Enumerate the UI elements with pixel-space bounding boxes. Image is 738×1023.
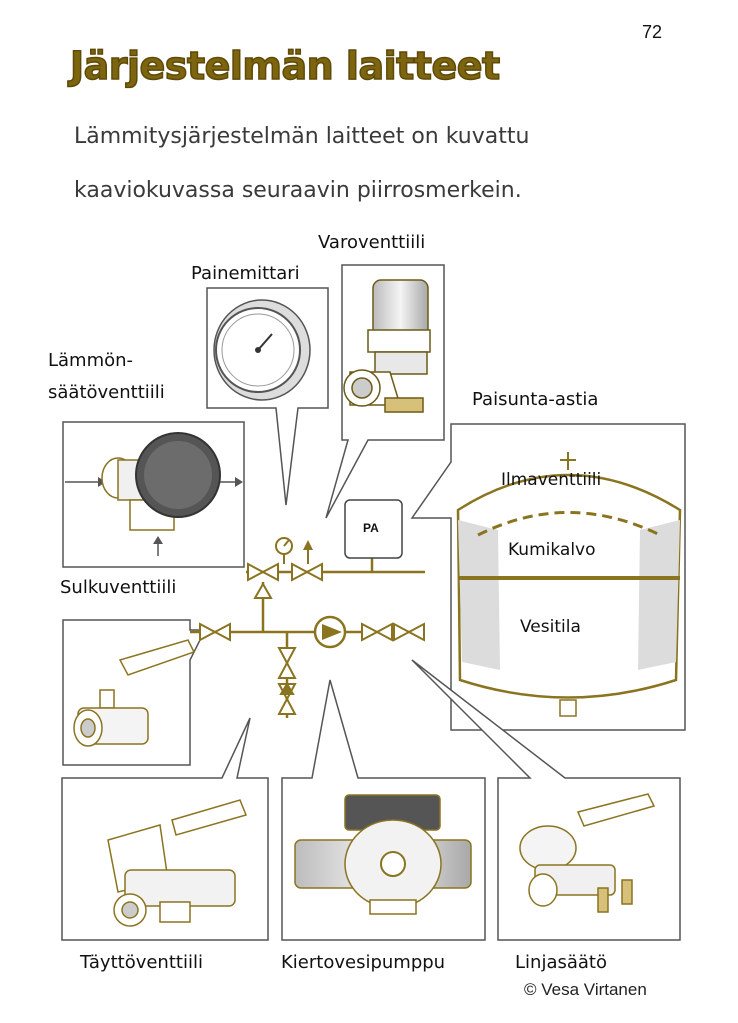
safety-valve-illustration (343, 279, 431, 413)
valve-symbols (199, 562, 425, 715)
kumikalvo-label: Kumikalvo (508, 540, 596, 560)
paisunta-astia-label: Paisunta-astia (472, 389, 599, 410)
intro-line-1: Lämmitysjärjestelmän laitteet on kuvattu (74, 124, 530, 149)
sulkuventtiili-label: Sulkuventtiili (60, 577, 177, 598)
page-number: 72 (642, 22, 663, 42)
balancing-valve-illustration (519, 793, 656, 913)
kiertovesipumppu-label: Kiertovesipumppu (281, 952, 446, 973)
filling-valve-illustration (107, 799, 248, 927)
ball-valve-illustration (73, 639, 196, 747)
thermostatic-valve-illustration (65, 432, 243, 556)
tayttoventtiili-label: Täyttöventtiili (80, 952, 203, 973)
linjasaato-label: Linjasäätö (515, 952, 607, 973)
pa-box (344, 499, 403, 559)
page-title: Järjestelmän laitteet (69, 43, 501, 89)
varoventtiili-label: Varoventtiili (318, 232, 426, 253)
expansion-tank-illustration (456, 452, 682, 717)
circulation-pump-illustration (294, 794, 472, 915)
copyright-credit: © Vesa Virtanen (524, 980, 647, 999)
pa-label: PA (363, 521, 379, 535)
painemittari-label: Painemittari (191, 263, 300, 284)
intro-line-2: kaaviokuvassa seuraavin piirrosmerkein. (74, 178, 522, 203)
lammonsaato-label-line2: säätöventtiili (48, 382, 165, 403)
lammonsaato-label-line1: Lämmön- (48, 350, 134, 371)
pressure-gauge-illustration (213, 299, 311, 401)
vesitila-label: Vesitila (520, 617, 581, 637)
ilmaventtiili-label: Ilmaventtiili (501, 470, 602, 490)
